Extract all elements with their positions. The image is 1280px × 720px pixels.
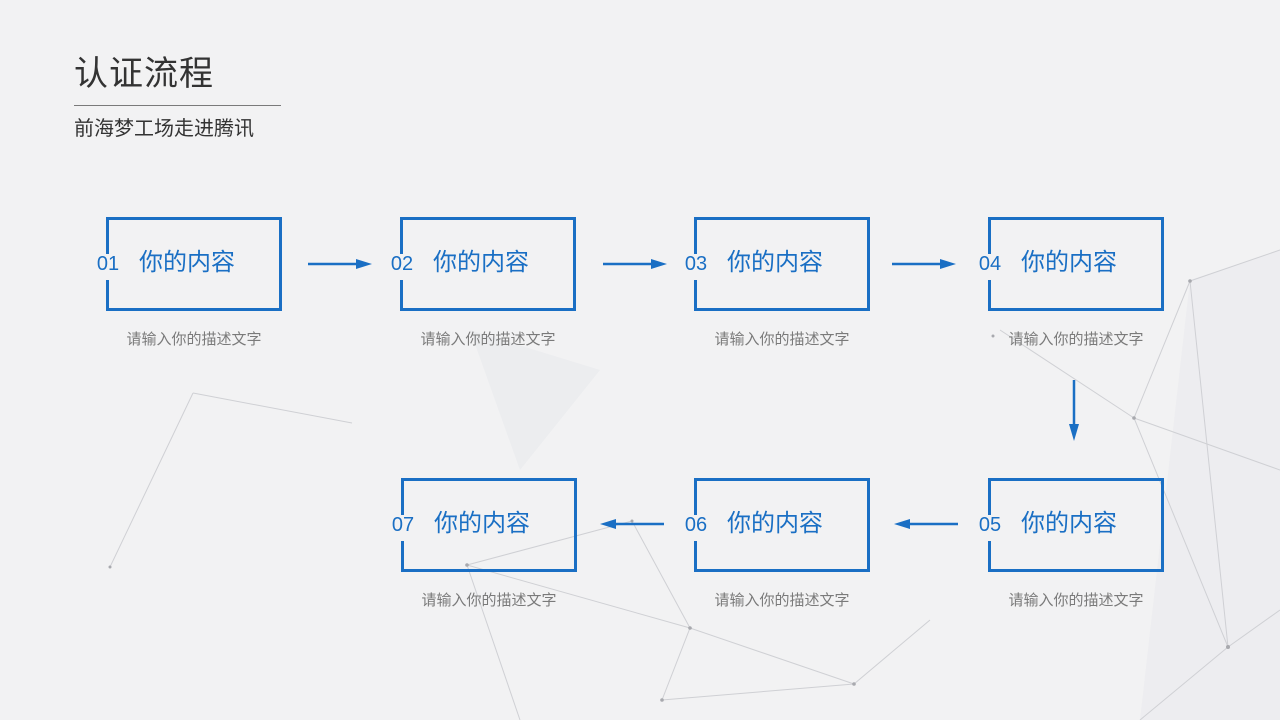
step-label: 你的内容 <box>727 248 823 276</box>
step-label: 你的内容 <box>433 248 529 276</box>
step-label: 你的内容 <box>727 509 823 537</box>
process-step-04: 04 你的内容 请输入你的描述文字 <box>979 217 1164 348</box>
step-number: 05 <box>978 514 1002 536</box>
step-number: 04 <box>978 253 1002 275</box>
process-step-05: 05 你的内容 请输入你的描述文字 <box>979 478 1164 609</box>
arrow-right-icon <box>892 259 956 269</box>
arrow-down-icon <box>1069 380 1079 441</box>
arrow-right-icon <box>603 259 667 269</box>
process-step-01: 01 你的内容 请输入你的描述文字 <box>97 217 282 348</box>
step-description: 请输入你的描述文字 <box>714 330 850 348</box>
step-description: 请输入你的描述文字 <box>1008 330 1144 348</box>
title-divider <box>74 105 281 106</box>
step-label: 你的内容 <box>1021 509 1117 537</box>
step-number: 06 <box>684 514 708 536</box>
page-title: 认证流程 <box>74 54 214 94</box>
step-number: 07 <box>391 514 415 536</box>
arrow-left-icon <box>894 519 958 529</box>
step-description: 请输入你的描述文字 <box>420 330 556 348</box>
process-step-02: 02 你的内容 请输入你的描述文字 <box>391 217 576 348</box>
arrow-right-icon <box>308 259 372 269</box>
step-description: 请输入你的描述文字 <box>1008 591 1144 609</box>
step-description: 请输入你的描述文字 <box>126 330 262 348</box>
process-step-03: 03 你的内容 请输入你的描述文字 <box>685 217 870 348</box>
process-step-06: 06 你的内容 请输入你的描述文字 <box>685 478 870 609</box>
step-number: 02 <box>390 253 414 275</box>
arrow-left-icon <box>600 519 664 529</box>
process-step-07: 07 你的内容 请输入你的描述文字 <box>392 478 577 609</box>
step-label: 你的内容 <box>139 248 235 276</box>
step-label: 你的内容 <box>1021 248 1117 276</box>
page-subtitle: 前海梦工场走进腾讯 <box>74 116 254 140</box>
step-label: 你的内容 <box>434 509 530 537</box>
step-description: 请输入你的描述文字 <box>714 591 850 609</box>
step-description: 请输入你的描述文字 <box>421 591 557 609</box>
step-number: 03 <box>684 253 708 275</box>
step-number: 01 <box>96 253 120 275</box>
